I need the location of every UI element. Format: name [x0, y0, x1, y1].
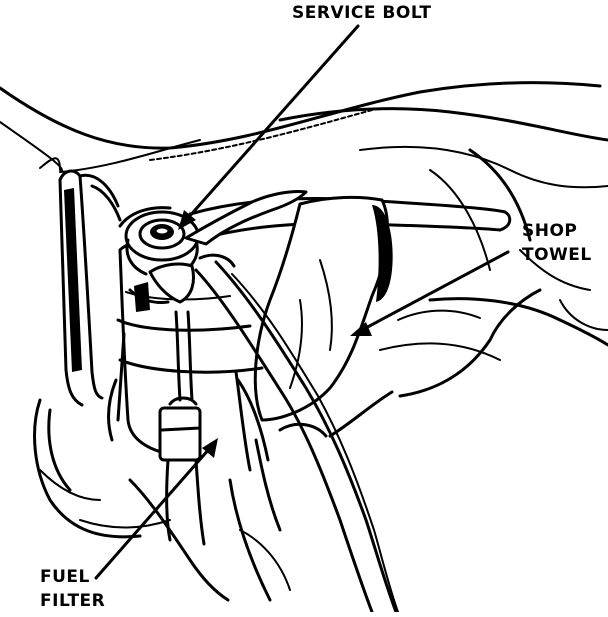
label-fuel-filter-line2: FILTER: [40, 591, 106, 611]
leader-service-bolt: [178, 24, 360, 230]
wrench: [118, 190, 308, 304]
leader-shop-towel: [350, 250, 510, 336]
label-service-bolt: SERVICE BOLT: [292, 3, 432, 23]
filter-bracket: [58, 169, 122, 407]
label-shop-towel-line2: TOWEL: [522, 245, 592, 265]
label-fuel-filter-line1: FUEL: [40, 567, 90, 587]
label-shop-towel-line1: SHOP: [522, 221, 578, 241]
fuel-hose: [194, 253, 399, 614]
fender-panel: [0, 81, 602, 173]
shop-towel: [253, 195, 393, 422]
lower-mount: [128, 378, 291, 602]
outlet-fitting: [158, 310, 206, 546]
leader-fuel-filter: [94, 438, 218, 580]
